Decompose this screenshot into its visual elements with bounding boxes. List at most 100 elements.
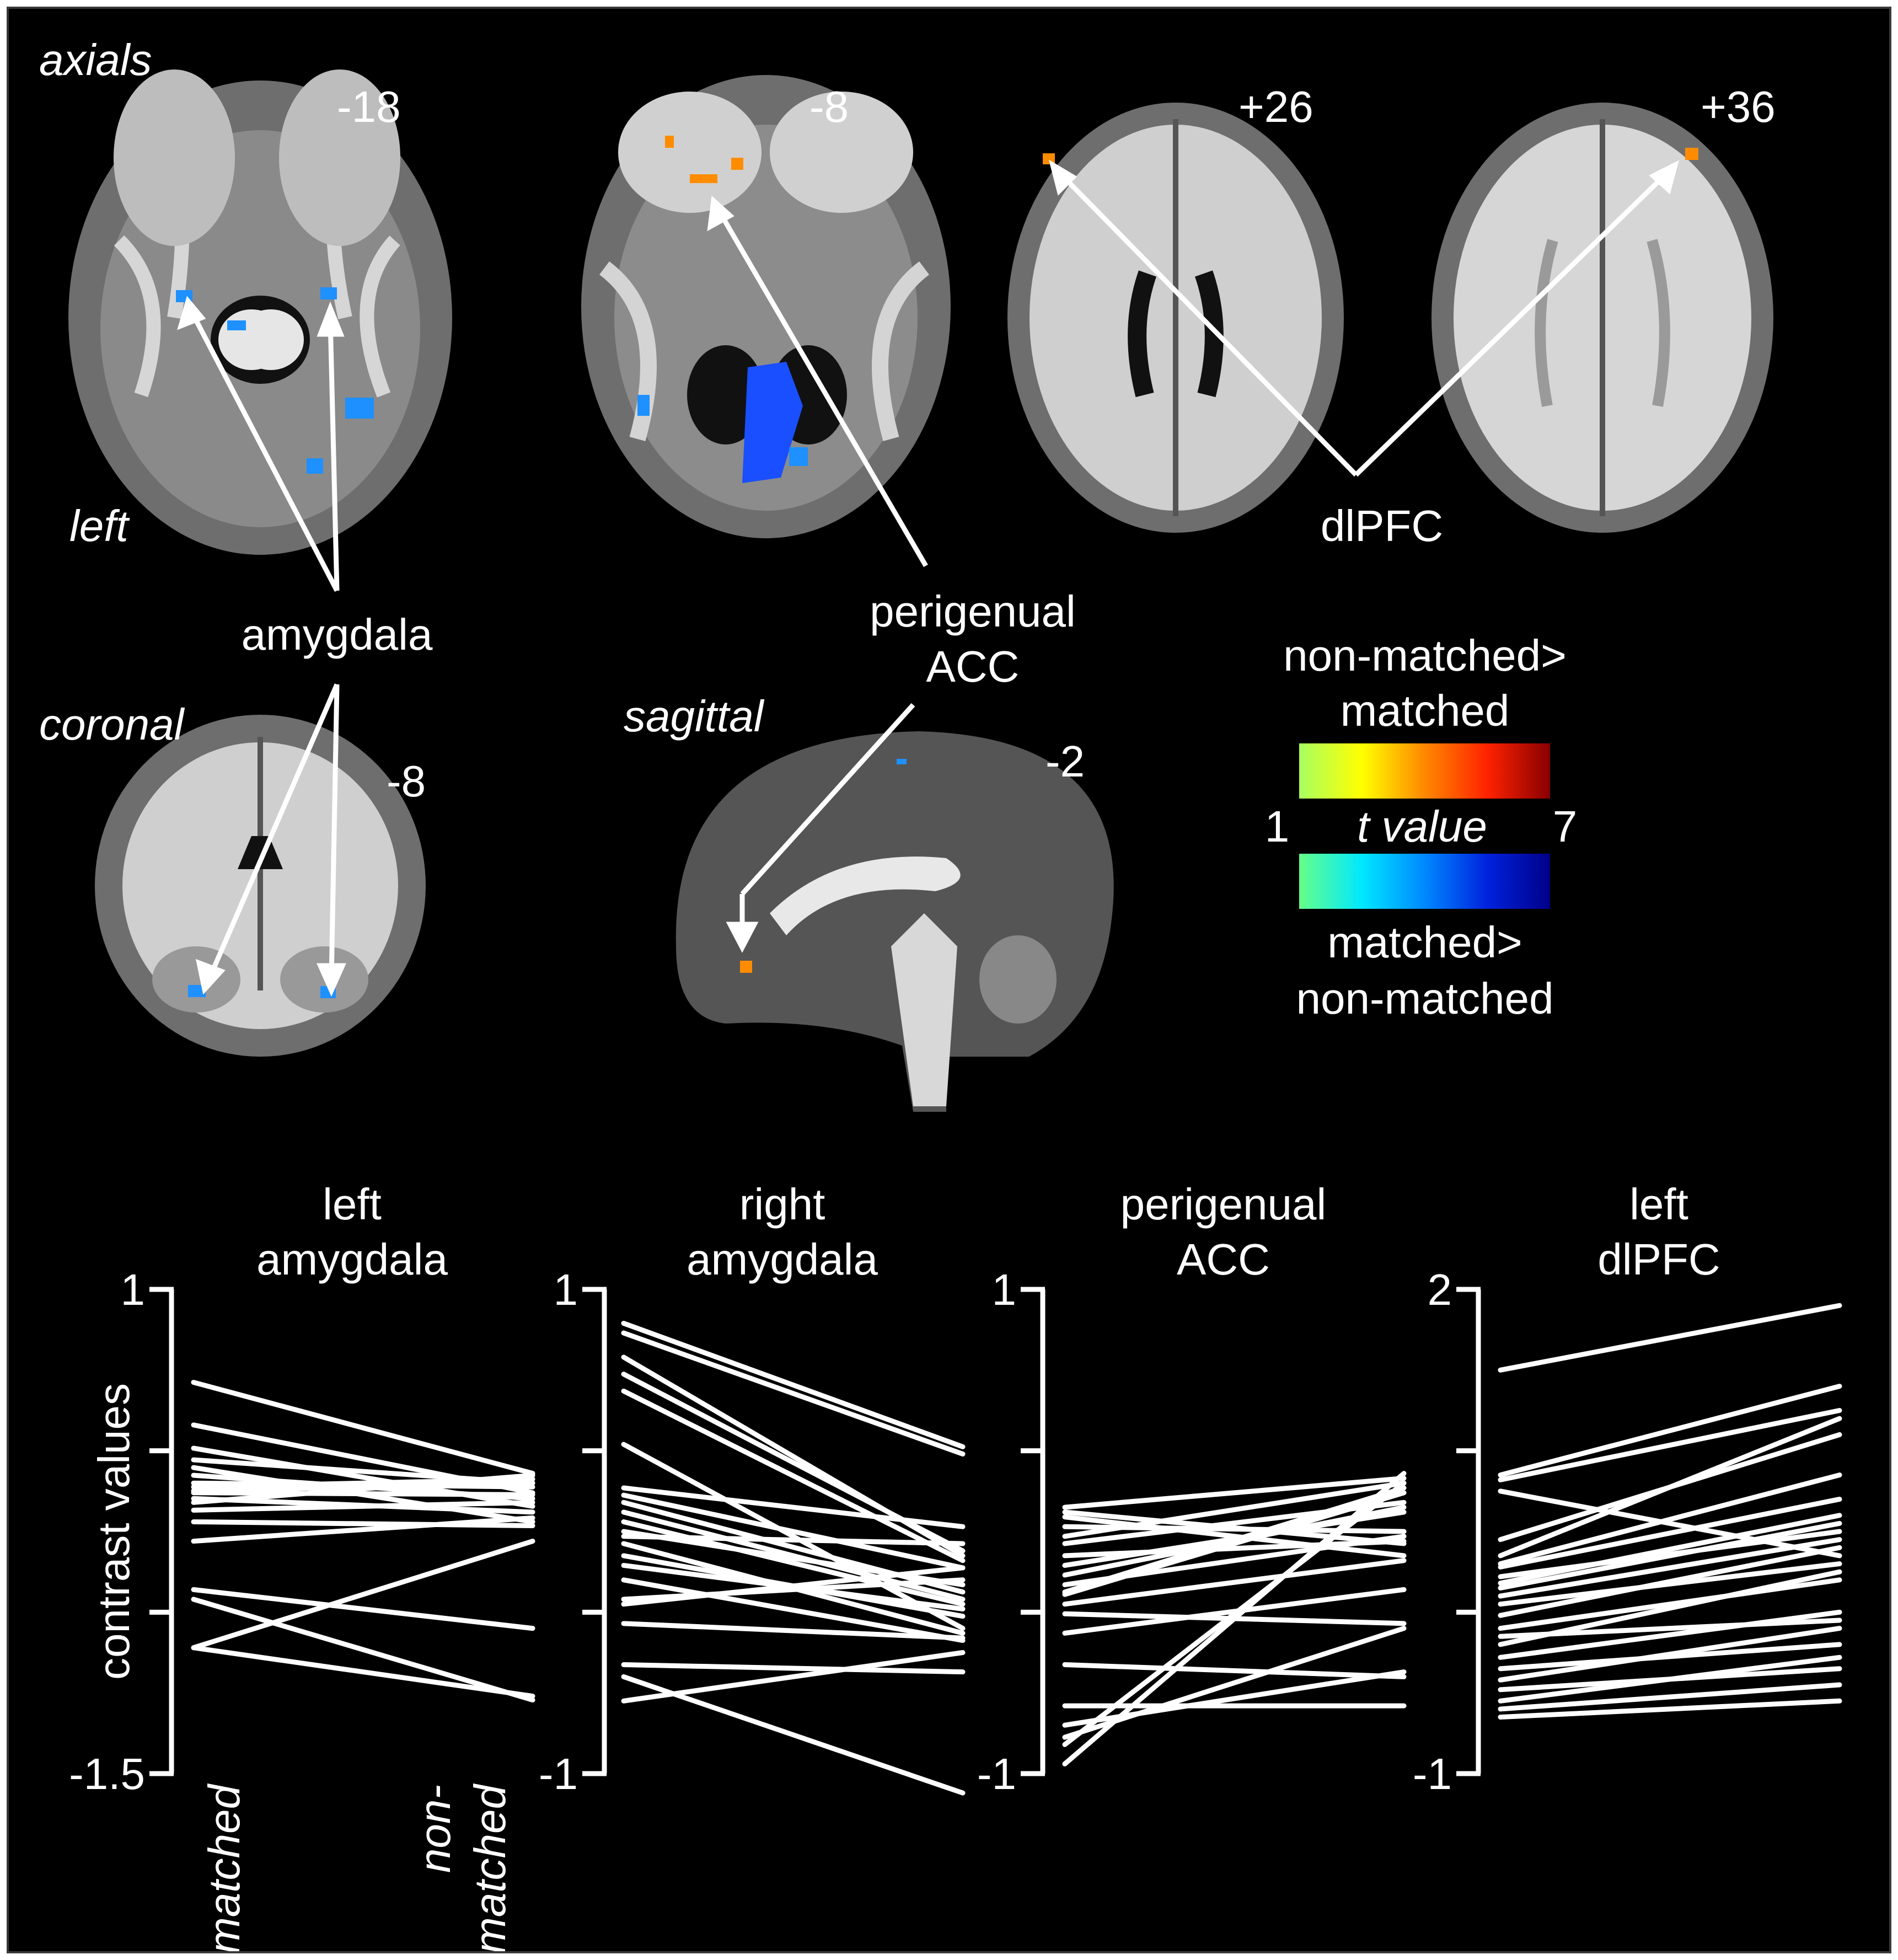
colorbar-cool: [1299, 854, 1550, 909]
chart-title-line: ACC: [1177, 1235, 1270, 1284]
colorbar-top-line2: matched: [1341, 686, 1510, 735]
subject-line: [621, 1650, 966, 1704]
sagittal-slice-image: [675, 731, 1114, 1112]
subject-line: [1498, 1408, 1842, 1482]
dlpfc-arrows: [1048, 159, 1679, 477]
subject-line: [621, 1492, 966, 1571]
subject-line: [1498, 1384, 1842, 1478]
subject-line: [1498, 1569, 1842, 1647]
subject-line: [1498, 1682, 1842, 1712]
subject-line: [1498, 1698, 1842, 1720]
chart-title-line: amygdala: [687, 1235, 878, 1284]
slice-label-sagittal: -2: [1045, 737, 1085, 786]
amygdala-arrows: [177, 296, 346, 997]
y-axis-label: contrast values: [89, 1383, 138, 1680]
y-tick-label-top: 2: [1428, 1265, 1452, 1314]
subject-line: [191, 1539, 535, 1651]
subject-line: [191, 1380, 535, 1476]
region-label-perigenual: perigenual: [870, 587, 1076, 636]
colorbar-bottom-line2: non-matched: [1296, 974, 1554, 1023]
subject-line: [1498, 1303, 1842, 1373]
subject-line: [1498, 1609, 1842, 1660]
subject-line: [621, 1621, 966, 1641]
subject-line: [191, 1465, 535, 1524]
subject-line: [621, 1330, 966, 1457]
chart-title-line: perigenual: [1120, 1180, 1327, 1229]
colorbar-max: 7: [1553, 802, 1578, 851]
subject-line: [191, 1500, 535, 1513]
subject-line: [1498, 1654, 1842, 1704]
subject-line: [621, 1388, 966, 1563]
colorbar-top-line1: non-matched>: [1283, 631, 1567, 680]
y-tick-label-top: 1: [554, 1265, 578, 1314]
subject-line: [1062, 1509, 1407, 1546]
chart-4: left dlPFC 2 -1: [1413, 1180, 1842, 1798]
subject-line: [1062, 1471, 1407, 1766]
coronal-slice-image: [95, 715, 426, 1057]
slice-label-axial-3: +26: [1238, 82, 1313, 131]
chart-title-line: left: [323, 1180, 382, 1229]
subject-line: [1498, 1577, 1842, 1631]
subject-line: [191, 1480, 535, 1493]
label-sagittal: sagittal: [624, 692, 765, 741]
y-tick-label-bottom: -1: [1413, 1749, 1452, 1798]
y-tick-label-bottom: -1: [539, 1749, 578, 1798]
subject-line: [1062, 1490, 1407, 1597]
subject-line: [191, 1645, 535, 1699]
subject-line: [621, 1534, 966, 1546]
colorbar-bottom-line1: matched>: [1327, 918, 1522, 967]
label-coronal: coronal: [39, 700, 185, 749]
colorbar-min: 1: [1265, 802, 1290, 851]
subject-line: [191, 1587, 535, 1631]
subject-line: [1498, 1626, 1842, 1683]
subject-line: [621, 1565, 966, 1607]
axial-slice-4-image: [1431, 103, 1773, 533]
figure-canvas: axials left coronal sagittal -18 -8 +26 …: [39, 35, 1842, 1952]
axial-slice-2-image: [581, 75, 951, 538]
subject-line: [621, 1485, 966, 1529]
chart-title-line: amygdala: [256, 1235, 448, 1284]
y-tick-label-top: 1: [992, 1265, 1017, 1314]
region-label-acc: ACC: [926, 642, 1020, 691]
figure-panel: axials left coronal sagittal -18 -8 +26 …: [7, 7, 1891, 1953]
chart-title-line: left: [1629, 1180, 1688, 1229]
region-label-dlpfc: dlPFC: [1321, 501, 1443, 550]
subject-line: [1062, 1480, 1407, 1539]
subject-line: [621, 1577, 966, 1643]
subject-line: [1498, 1513, 1842, 1586]
subject-line: [1498, 1416, 1842, 1559]
axial-slice-3-image: [1007, 103, 1344, 533]
subject-line: [1498, 1545, 1842, 1618]
subject-line: [191, 1519, 535, 1528]
x-label-non: non-: [410, 1785, 459, 1873]
subject-line: [1062, 1558, 1407, 1607]
axial-slice-1-image: [68, 69, 452, 555]
subject-line: [621, 1662, 966, 1675]
perigenual-arrows: [707, 195, 928, 953]
slice-label-axial-4: +36: [1701, 82, 1776, 131]
colorbar-warm: [1299, 743, 1550, 799]
subject-line: [1498, 1488, 1842, 1559]
subject-line: [621, 1674, 966, 1796]
x-label-matched-2: matched: [465, 1784, 514, 1952]
region-label-amygdala: amygdala: [242, 610, 433, 659]
label-left-hemisphere: left: [69, 501, 130, 550]
subject-line: [1062, 1485, 1407, 1595]
subject-line: [1498, 1472, 1842, 1567]
subject-line: [1062, 1626, 1407, 1740]
x-label-matched: matched: [200, 1784, 249, 1952]
subject-line: [191, 1515, 535, 1544]
colorbar-legend: non-matched> matched 1 t value 7 matched…: [1265, 631, 1578, 1023]
subject-line: [1498, 1520, 1842, 1591]
subject-line: [1062, 1662, 1407, 1679]
chart-title-line: dlPFC: [1597, 1235, 1720, 1284]
colorbar-label: t value: [1357, 802, 1487, 851]
subject-line: [621, 1320, 966, 1449]
y-tick-label-bottom: -1.5: [69, 1749, 145, 1798]
subject-line: [1498, 1537, 1842, 1599]
slice-label-axial-2: -8: [809, 82, 849, 131]
